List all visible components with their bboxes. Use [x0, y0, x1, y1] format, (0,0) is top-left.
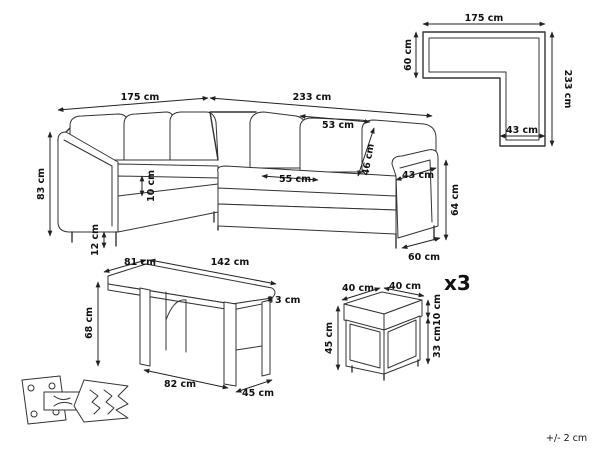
- dim-top-175: 175 cm: [465, 13, 504, 24]
- dim-sofa-60: 60 cm: [408, 252, 440, 263]
- dim-table-68: 68 cm: [84, 307, 95, 339]
- top-view-inner: [428, 37, 540, 141]
- dim-stool-40b: 40 cm: [389, 281, 421, 292]
- dim-table-45: 45 cm: [242, 388, 274, 399]
- dim-table-142: 142 cm: [211, 257, 250, 268]
- dim-table-3: 3 cm: [275, 295, 301, 306]
- dim-sofa-53: 53 cm: [322, 120, 354, 131]
- dim-sofa-12: 12 cm: [90, 224, 101, 256]
- dim-sofa-55: 55 cm: [279, 174, 311, 185]
- dim-sofa-43: 43 cm: [402, 170, 434, 181]
- dim-sofa-46: 46 cm: [360, 143, 376, 177]
- dim-top-60: 60 cm: [403, 39, 414, 71]
- dim-sofa-83: 83 cm: [36, 168, 47, 200]
- dim-stool-33: 33 cm: [432, 326, 443, 358]
- dim-sofa-175: 175 cm: [121, 92, 160, 103]
- dim-top-43: 43 cm: [506, 125, 538, 136]
- dining-table: 81 cm 142 cm 3 cm 68 cm 82 cm 45 cm: [84, 257, 301, 399]
- dim-sofa-233: 233 cm: [293, 92, 332, 103]
- top-view-outline: [422, 31, 546, 147]
- dim-top-233: 233 cm: [562, 70, 573, 109]
- assembly-clip-icon: [21, 375, 129, 425]
- dim-table-81: 81 cm: [124, 257, 156, 268]
- corner-sofa: 175 cm 233 cm 83 cm 53 cm 46 cm 10 cm 55…: [36, 92, 461, 263]
- dim-sofa-10: 10 cm: [146, 170, 157, 202]
- dim-stool-10: 10 cm: [432, 294, 443, 326]
- dim-sofa-64: 64 cm: [450, 184, 461, 216]
- dim-table-82: 82 cm: [164, 379, 196, 390]
- dim-stool-45: 45 cm: [324, 322, 335, 354]
- tolerance-note: +/- 2 cm: [546, 433, 587, 444]
- dim-stool-40a: 40 cm: [342, 283, 374, 294]
- stool-quantity: x3: [444, 271, 471, 295]
- stool: 40 cm 40 cm 45 cm 10 cm 33 cm x3: [324, 271, 471, 381]
- top-view: 175 cm 60 cm 233 cm 43 cm: [403, 13, 573, 147]
